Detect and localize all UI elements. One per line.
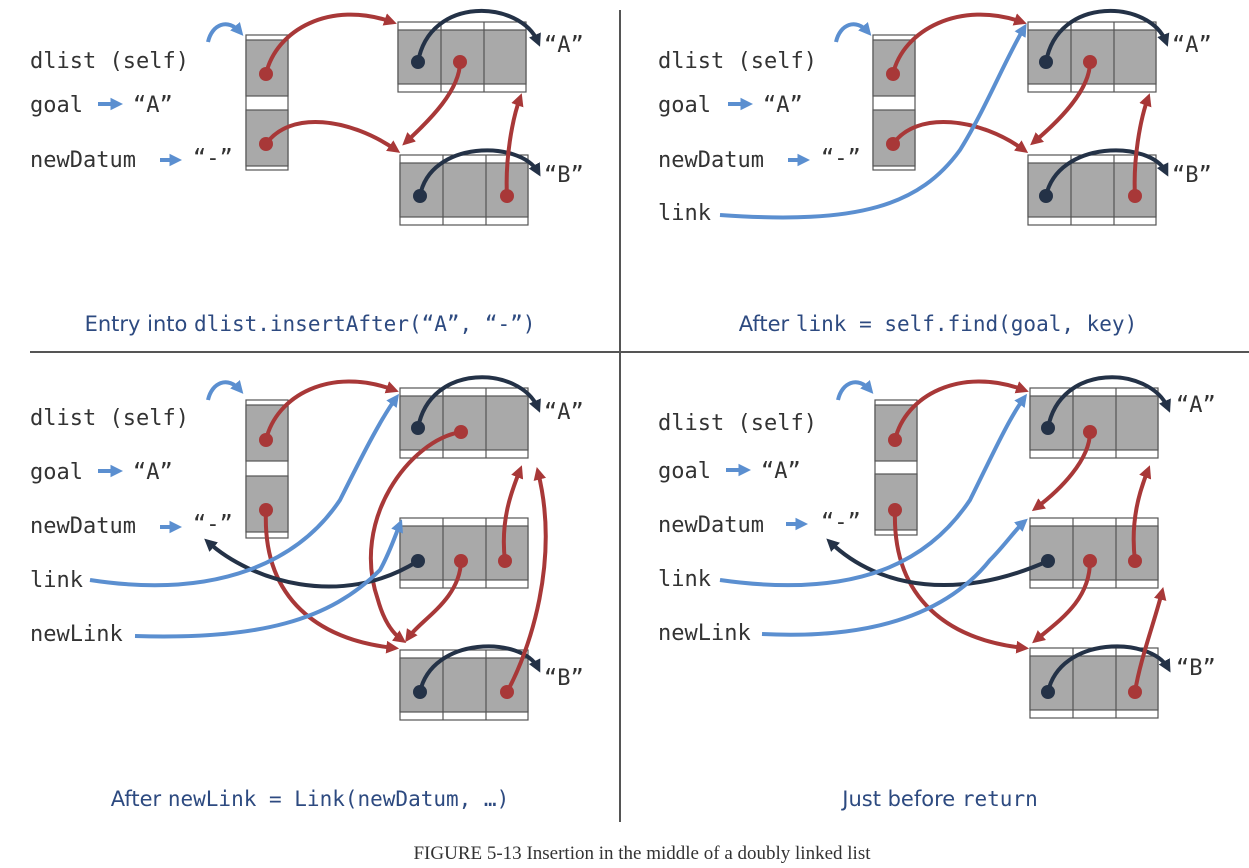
var-newdatum-label: newDatum [658, 148, 764, 173]
var-dlist-label: dlist (self) [658, 411, 817, 436]
node-b-value: “B” [544, 666, 584, 691]
newdatum-value: “-” [821, 146, 861, 171]
goal-value: “A” [133, 93, 173, 118]
var-goal-label: goal [30, 460, 83, 485]
var-goal-label: goal [658, 459, 711, 484]
panel-caption: Just before return [840, 787, 1037, 811]
panel-after-find: dlist (self) goal newDatum link “A” “-” … [658, 8, 1212, 336]
goal-value: “A” [133, 460, 173, 485]
node-a-value: “A” [544, 33, 584, 58]
var-newdatum-label: newDatum [30, 514, 136, 539]
panel-caption: After newLink = Link(newDatum, …) [111, 787, 509, 811]
var-dlist-label: dlist (self) [658, 49, 817, 74]
node-b-value: “B” [544, 163, 584, 188]
goal-value: “A” [763, 93, 803, 118]
var-newdatum-label: newDatum [658, 513, 764, 538]
panel-caption: Entry into dlist.insertAfter(“A”, “-”) [85, 312, 536, 336]
node-a-value: “A” [544, 400, 584, 425]
var-dlist-label: dlist (self) [30, 406, 189, 431]
panel-entry: dlist (self) goal newDatum “A” “-” “A” [30, 8, 584, 336]
node-a-value: “A” [1172, 33, 1212, 58]
panel-before-return: dlist (self) goal newDatum link newLink … [658, 375, 1216, 811]
figure-caption: FIGURE 5-13 Insertion in the middle of a… [413, 843, 871, 864]
var-newdatum-label: newDatum [30, 148, 136, 173]
var-link-label: link [658, 567, 711, 592]
goal-value: “A” [761, 459, 801, 484]
node-new [1029, 517, 1159, 589]
node-new [399, 517, 529, 589]
var-newlink-label: newLink [658, 621, 751, 646]
node-b-value: “B” [1176, 656, 1216, 681]
var-link-label: link [30, 568, 83, 593]
var-dlist-label: dlist (self) [30, 49, 189, 74]
var-goal-label: goal [30, 93, 83, 118]
panel-after-newlink: dlist (self) goal newDatum link newLink … [30, 375, 584, 811]
self-arrow [206, 22, 244, 43]
newdatum-value: “-” [821, 510, 861, 535]
newdatum-value: “-” [193, 512, 233, 537]
node-b-value: “B” [1172, 163, 1212, 188]
list-object [245, 34, 289, 171]
var-newlink-label: newLink [30, 622, 123, 647]
var-link-label: link [658, 201, 711, 226]
panel-caption: After link = self.find(goal, key) [739, 312, 1137, 336]
newdatum-value: “-” [193, 146, 233, 171]
var-goal-label: goal [658, 93, 711, 118]
node-a-value: “A” [1176, 393, 1216, 418]
